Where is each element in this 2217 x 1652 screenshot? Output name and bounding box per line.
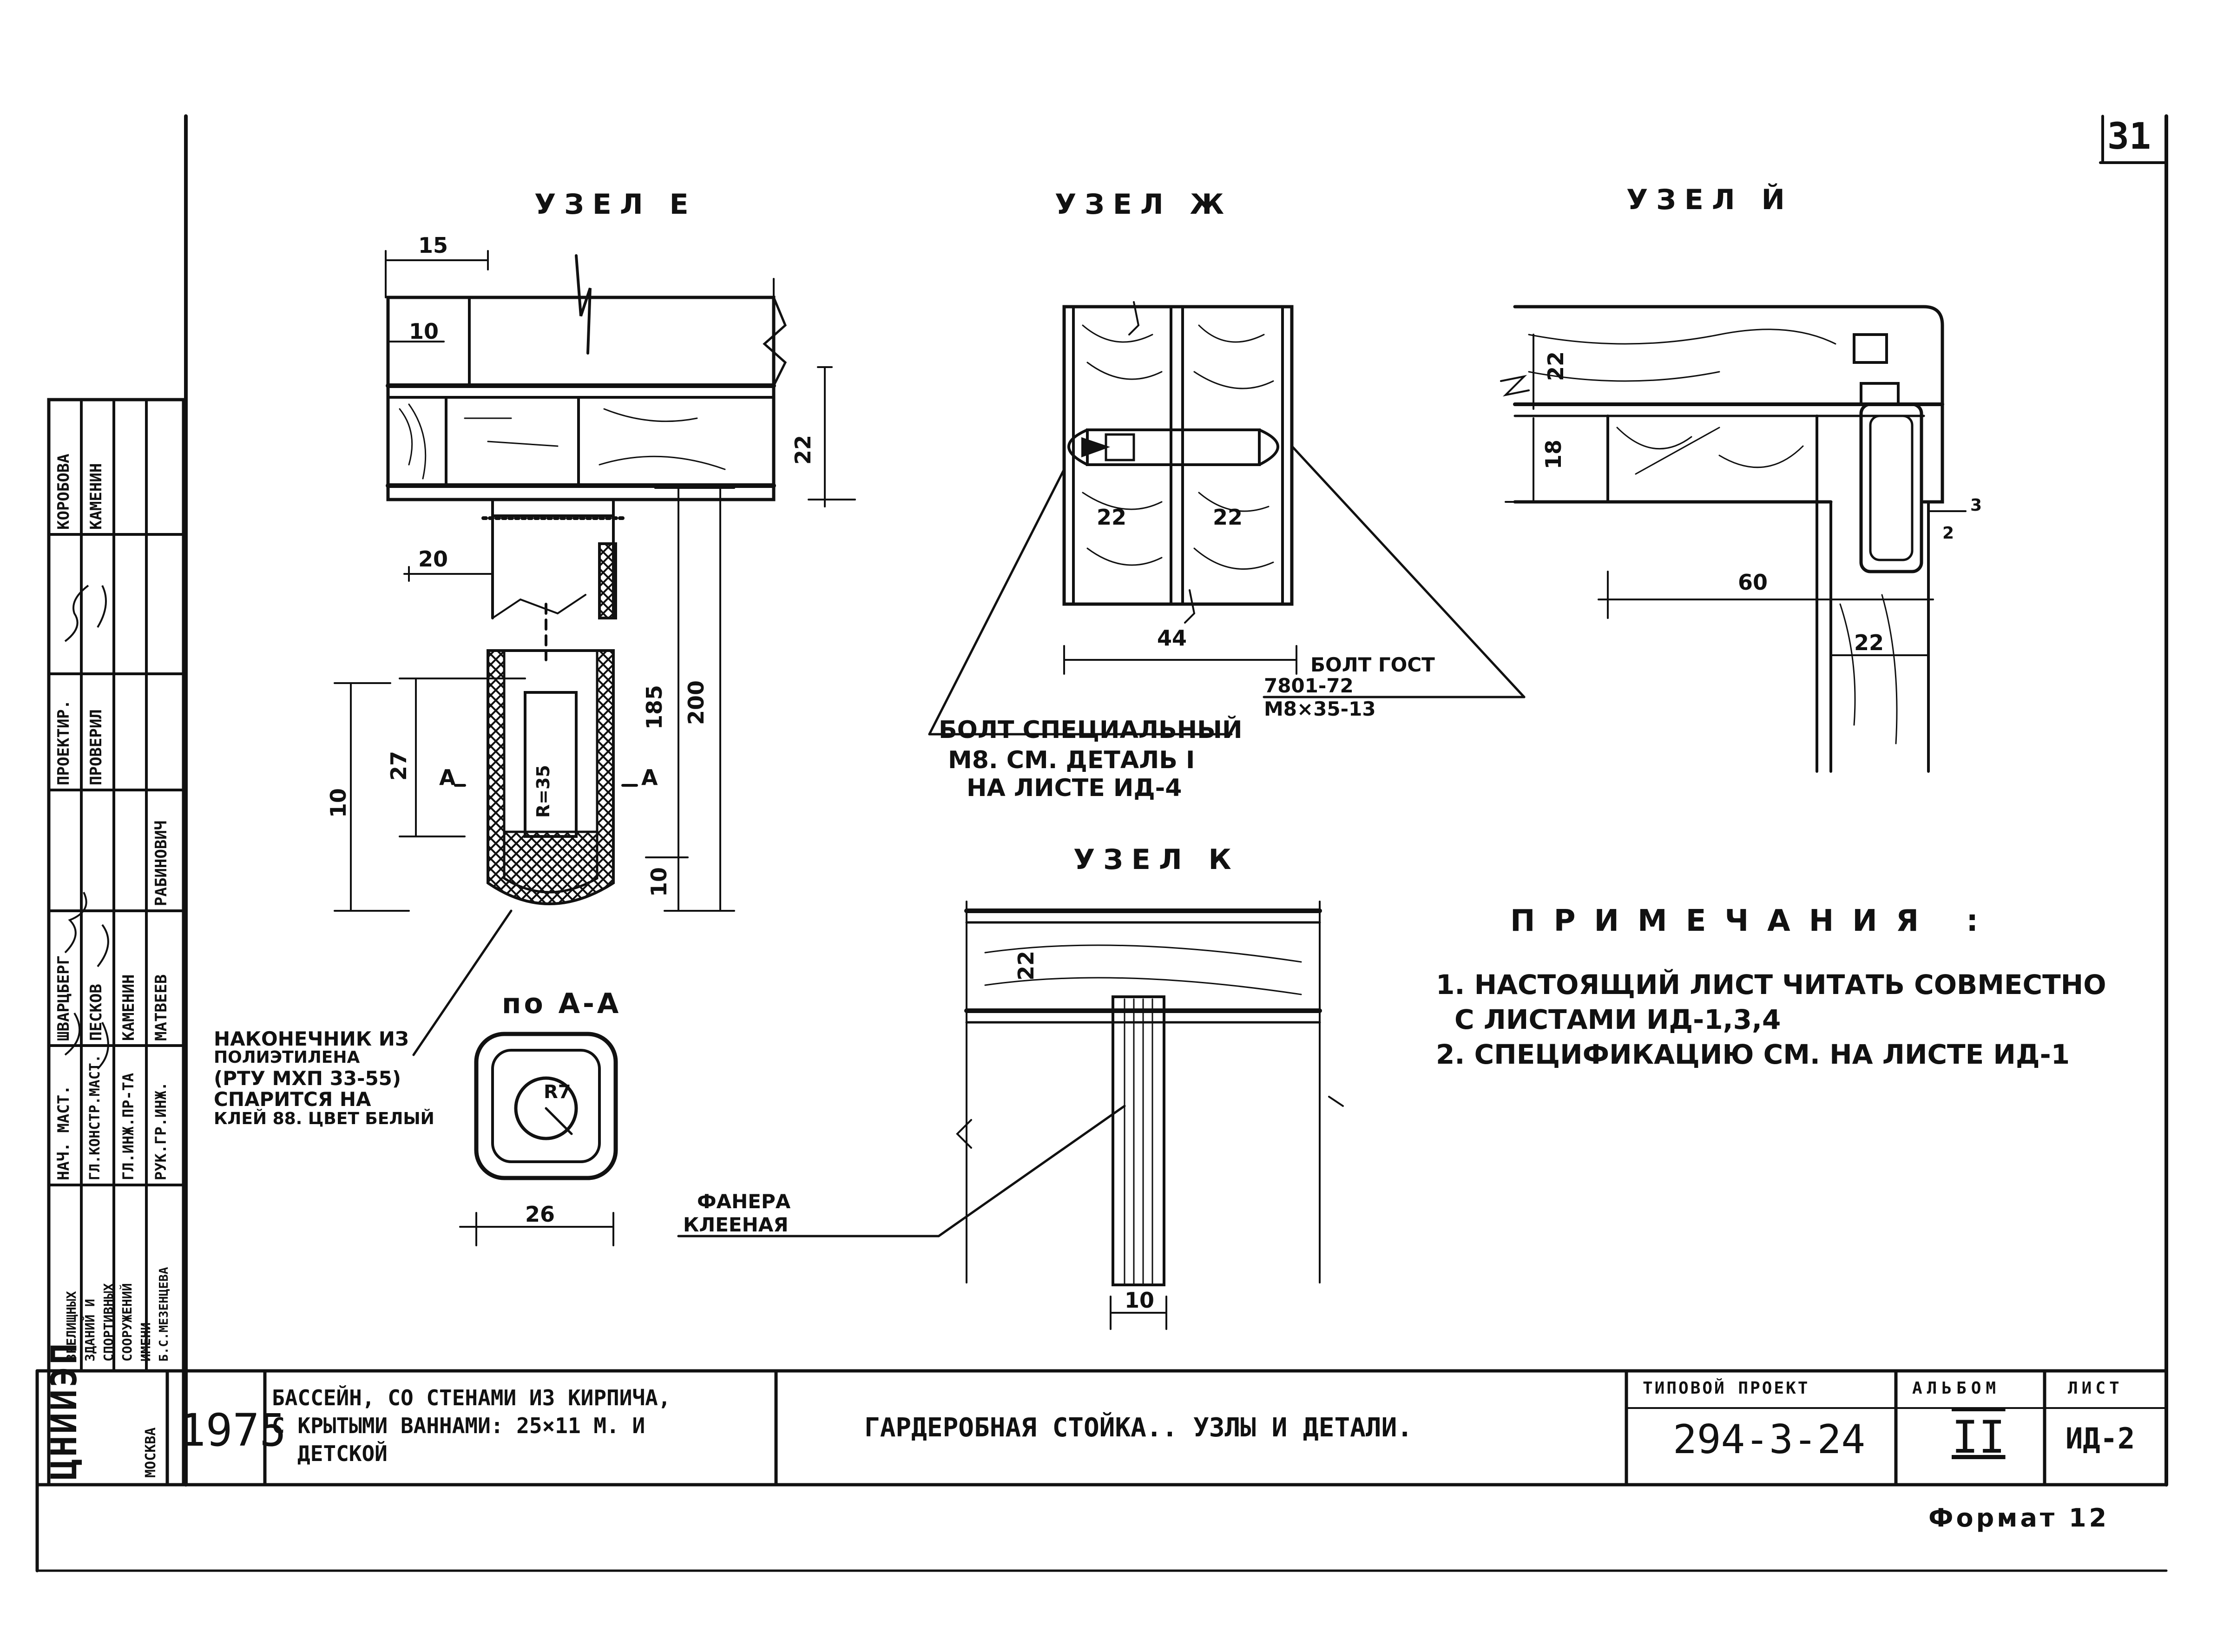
tb-project-line3: ДЕТСКОЙ [297, 1441, 388, 1466]
dim-i-22: 22 [1543, 351, 1568, 381]
node-zh-heading: УЗЕЛ Ж [1055, 188, 1233, 221]
callout-bolt-gost2: 7801-72 [1264, 674, 1354, 697]
tb-typ-label: ТИПОВОЙ ПРОЕКТ [1643, 1379, 1810, 1398]
dim-e-r35: R=35 [533, 765, 553, 818]
notes-line1: 1. НАСТОЯЩИЙ ЛИСТ ЧИТАТЬ СОВМЕСТНО [1436, 969, 2106, 1000]
node-k-heading: УЗЕЛ К [1073, 843, 1240, 876]
format-label: Формат 12 [1928, 1503, 2110, 1533]
stamp-name-1: КАМЕНИН [87, 463, 105, 530]
tb-sheet-title: ГАРДЕРОБНАЯ СТОЙКА.. УЗЛЫ И ДЕТАЛИ. [864, 1413, 1413, 1443]
page-number: 31 [2107, 116, 2151, 158]
dim-e-22: 22 [790, 434, 816, 465]
dim-k-10: 10 [1125, 1288, 1155, 1313]
stamp-role-2: ГЛ.ИНЖ.ПР-ТА [119, 1073, 137, 1180]
tb-sheet-value: ИД-2 [2066, 1422, 2135, 1455]
dim-zh-22b: 22 [1213, 505, 1243, 530]
stamp-org-4: ИМЕНИ [138, 1322, 153, 1362]
callout-bolt-special1: БОЛТ СПЕЦИАЛЬНЫЙ [939, 716, 1243, 744]
node-i-drawing [1500, 305, 1967, 773]
callout-bolt-special3: НА ЛИСТЕ ИД-4 [967, 774, 1182, 802]
stamp-role2-1: ПЕСКОВ [87, 984, 105, 1041]
callout-plywood1: ФАНЕРА [697, 1190, 791, 1213]
title-block-grid [35, 1369, 2168, 1573]
section-aa-drawing [459, 1032, 618, 1246]
node-e-drawing [334, 250, 856, 1056]
callout-tip-line2: ПОЛИЭТИЛЕНА [214, 1048, 360, 1067]
stamp-org-3: СООРУЖЕНИЙ [119, 1283, 135, 1362]
stamp-role-0: НАЧ. МАСТ. [54, 1085, 73, 1180]
dim-e-10b: 10 [326, 788, 351, 818]
section-mark-right: А [641, 765, 658, 790]
stamp-role2-4: РАБИНОВИЧ [152, 820, 171, 906]
callout-bolt-gost1: БОЛТ ГОСТ [1310, 653, 1435, 676]
tb-project-line1: БАССЕЙН, СО СТЕНАМИ ИЗ КИРПИЧА, [272, 1385, 671, 1410]
stamp-org-5: Б.С.МЕЗЕНЦЕВА [157, 1267, 171, 1362]
section-mark-left: А [439, 765, 456, 790]
stamp-role3-1: ПРОВЕРИЛ [87, 709, 105, 785]
stamp-role-3: РУК.ГР.ИНЖ. [152, 1082, 170, 1180]
node-i-heading: УЗЕЛ Й [1626, 184, 1793, 216]
dim-e-10c: 10 [646, 867, 671, 897]
tb-album-label: АЛЬБОМ [1912, 1379, 2001, 1398]
tb-album-value: II [1952, 1411, 2006, 1463]
stamp-city: МОСКВА [143, 1427, 159, 1478]
stamp-org-1: ЗДАНИЙ И [82, 1299, 98, 1362]
stamp-role2-0: ШВАРЦБЕРГ [54, 955, 73, 1041]
node-zh-drawing [928, 301, 1526, 736]
dim-i-2: 2 [1942, 524, 1954, 543]
callout-tip-line4: СПАРИТСЯ НА [214, 1088, 371, 1111]
dim-i-22b: 22 [1854, 630, 1884, 655]
notes-line3: 2. СПЕЦИФИКАЦИЮ СМ. НА ЛИСТЕ ИД-1 [1436, 1039, 2070, 1070]
dim-e-185: 185 [642, 684, 667, 730]
callout-plywood2: КЛЕЕНАЯ [683, 1213, 789, 1236]
callout-tip-line1: НАКОНЕЧНИК ИЗ [214, 1027, 409, 1050]
stamp-name-0: КОРОБОВА [54, 454, 73, 530]
node-e-heading: УЗЕЛ Е [534, 188, 697, 221]
tb-project-line2: С КРЫТЫМИ ВАННАМИ: 25×11 М. И [272, 1413, 645, 1438]
tb-year: 1975 [179, 1404, 287, 1456]
dim-i-60: 60 [1738, 570, 1768, 595]
stamp-logo: ЦНИИЭП [43, 1341, 85, 1480]
dim-e-10a: 10 [409, 319, 439, 344]
dim-i-18: 18 [1541, 439, 1566, 469]
callout-bolt-gost3: М8×35-13 [1264, 698, 1376, 720]
tb-typ-value: 294-3-24 [1673, 1416, 1866, 1463]
dim-zh-22a: 22 [1097, 505, 1127, 530]
callout-tip-line3: (РТУ МХП 33-55) [214, 1067, 401, 1090]
dim-e-200: 200 [684, 680, 709, 725]
stamp-org-2: СПОРТИВНЫХ [101, 1283, 116, 1362]
dim-aa-r7: R7 [544, 1081, 571, 1103]
stamp-role2-2: КАМЕНИН [119, 974, 138, 1041]
node-k-drawing [677, 901, 1344, 1330]
dim-i-3: 3 [1970, 496, 1982, 515]
notes-line2: С ЛИСТАМИ ИД-1,3,4 [1454, 1004, 1781, 1035]
dim-e-27: 27 [386, 750, 411, 781]
dim-e-20: 20 [418, 546, 448, 572]
notes-title: ПРИМЕЧАНИЯ : [1510, 904, 1997, 938]
signature-scribbles [64, 585, 109, 1070]
stamp-role2-3: МАТВЕЕВ [152, 974, 171, 1041]
stamp-role-1: ГЛ.КОНСТР.МАСТ. [87, 1054, 103, 1180]
dim-k-22: 22 [1013, 950, 1039, 981]
dim-e-15: 15 [418, 233, 448, 258]
stamp-role3-0: ПРОЕКТИР. [54, 699, 73, 785]
section-aa-heading: по А-А [502, 987, 622, 1020]
callout-bolt-special2: М8. СМ. ДЕТАЛЬ I [948, 746, 1195, 774]
dim-aa-26: 26 [525, 1202, 555, 1227]
callout-tip-line5: КЛЕЙ 88. ЦВЕТ БЕЛЫЙ [214, 1109, 434, 1128]
tb-sheet-label: ЛИСТ [2068, 1379, 2123, 1398]
dim-zh-44: 44 [1157, 625, 1187, 651]
